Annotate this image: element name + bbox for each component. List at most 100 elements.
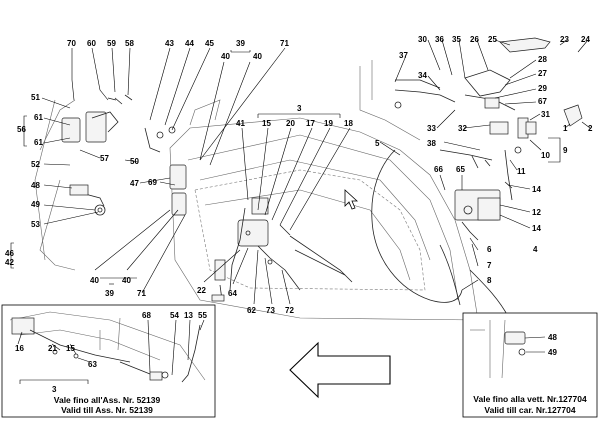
- callout-8: 8: [487, 276, 492, 285]
- callout-17: 17: [306, 119, 315, 128]
- callout-72: 72: [285, 306, 294, 315]
- callout-42: 42: [5, 258, 14, 267]
- outside-handle-assembly: [394, 37, 583, 241]
- inset-left-caption-en: Valid till Ass. Nr. 52139: [61, 405, 153, 415]
- callout-1: 1: [563, 124, 568, 133]
- callout-60: 60: [87, 39, 96, 48]
- inset-right-caption-en: Valid till car. Nr.127704: [484, 405, 575, 415]
- hinge-assembly: [61, 94, 187, 216]
- callout-29: 29: [538, 84, 547, 93]
- callout-4: 4: [533, 245, 538, 254]
- callout-37: 37: [399, 51, 408, 60]
- callout-66: 66: [434, 165, 443, 174]
- callout-65: 65: [456, 165, 465, 174]
- callout-5: 5: [375, 139, 380, 148]
- callout-64: 64: [228, 289, 237, 298]
- callout-61: 61: [34, 113, 43, 122]
- callout-brackets: [10, 50, 251, 269]
- callout-12: 12: [532, 208, 541, 217]
- callout-20: 20: [286, 119, 295, 128]
- callout-52: 52: [31, 160, 40, 169]
- callout-48: 48: [31, 181, 40, 190]
- callout-58: 58: [125, 39, 134, 48]
- callout-39: 39: [236, 39, 245, 48]
- callout-49: 49: [548, 348, 557, 357]
- callout-19: 19: [324, 119, 333, 128]
- callout-54: 54: [170, 311, 179, 320]
- callout-7: 7: [487, 261, 492, 270]
- callout-30: 30: [418, 35, 427, 44]
- callout-40: 40: [90, 276, 99, 285]
- callout-38: 38: [427, 139, 436, 148]
- callout-15: 15: [262, 119, 271, 128]
- callout-68: 68: [142, 311, 151, 320]
- callout-15: 15: [66, 344, 75, 353]
- callout-18: 18: [344, 119, 353, 128]
- callout-44: 44: [185, 39, 194, 48]
- callout-40: 40: [221, 52, 230, 61]
- callout-71: 71: [137, 289, 146, 298]
- door-panel-outline: [34, 60, 479, 321]
- callout-71: 71: [280, 39, 289, 48]
- inset-left-caption-it: Vale fino all'Ass. Nr. 52139: [54, 395, 161, 405]
- mouse-pointer-icon: [344, 189, 359, 210]
- callout-21: 21: [48, 344, 57, 353]
- callout-11: 11: [517, 167, 526, 176]
- callout-13: 13: [184, 311, 193, 320]
- callout-40: 40: [122, 276, 131, 285]
- callout-26: 26: [470, 35, 479, 44]
- lock-mechanism: [211, 197, 353, 302]
- callout-2: 2: [588, 124, 593, 133]
- callout-40: 40: [253, 52, 262, 61]
- callout-32: 32: [458, 124, 467, 133]
- callout-47: 47: [130, 179, 139, 188]
- callout-70: 70: [67, 39, 76, 48]
- callout-10: 10: [541, 151, 550, 160]
- leader-lines: [41, 39, 591, 305]
- callout-55: 55: [198, 311, 207, 320]
- callout-61: 61: [34, 138, 43, 147]
- cables: [371, 149, 513, 321]
- callout-49: 49: [31, 200, 40, 209]
- callout-9: 9: [563, 146, 568, 155]
- callout-73: 73: [266, 306, 275, 315]
- callout-24: 24: [581, 35, 590, 44]
- callout-48: 48: [548, 333, 557, 342]
- callout-67: 67: [538, 97, 547, 106]
- callout-22: 22: [197, 286, 206, 295]
- callout-labels: 70 60 59 58 43 44 45 39 40 40 71 51 61 5…: [5, 35, 593, 394]
- callout-45: 45: [205, 39, 214, 48]
- callout-14: 14: [532, 224, 541, 233]
- callout-28: 28: [538, 55, 547, 64]
- callout-3: 3: [52, 385, 57, 394]
- callout-46: 46: [5, 249, 14, 258]
- inset-box-left: [1, 304, 216, 418]
- callout-16: 16: [15, 344, 24, 353]
- callout-27: 27: [538, 69, 547, 78]
- callout-51: 51: [31, 93, 40, 102]
- callout-36: 36: [435, 35, 444, 44]
- callout-14: 14: [532, 185, 541, 194]
- inset-right-caption-it: Vale fino alla vett. Nr.127704: [473, 394, 587, 404]
- callout-41: 41: [236, 119, 245, 128]
- inset-captions: Vale fino all'Ass. Nr. 52139 Valid till …: [54, 394, 587, 415]
- callout-43: 43: [165, 39, 174, 48]
- callout-53: 53: [31, 220, 40, 229]
- callout-57: 57: [100, 154, 109, 163]
- callout-56: 56: [17, 125, 26, 134]
- callout-62: 62: [247, 306, 256, 315]
- callout-69: 69: [148, 178, 157, 187]
- callout-35: 35: [452, 35, 461, 44]
- front-direction-arrow: [289, 341, 391, 399]
- callout-23: 23: [560, 35, 569, 44]
- callout-50: 50: [130, 157, 139, 166]
- callout-6: 6: [487, 245, 492, 254]
- callout-34: 34: [418, 71, 427, 80]
- callout-3: 3: [297, 104, 302, 113]
- callout-59: 59: [107, 39, 116, 48]
- callout-39: 39: [105, 289, 114, 298]
- callout-63: 63: [88, 360, 97, 369]
- inset-box-right: [462, 312, 598, 418]
- callout-33: 33: [427, 124, 436, 133]
